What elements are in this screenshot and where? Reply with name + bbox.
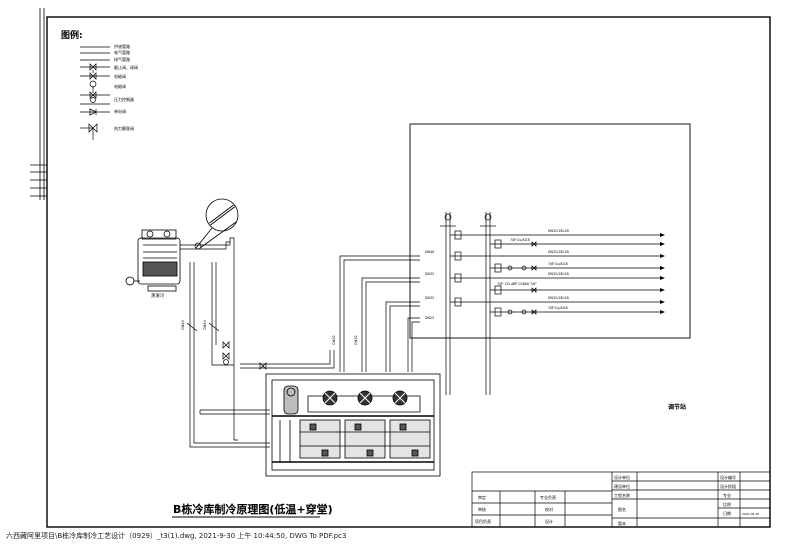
tb-drawing-no: 设计编号 — [720, 474, 736, 480]
tb-check: 校对 — [545, 506, 553, 512]
branch-label: DN32/18L2B — [548, 250, 569, 254]
legend: 图例: 供液管路 吸气管路 排气管路 截止 — [61, 29, 138, 140]
tb-version: 版本 — [618, 520, 626, 526]
tb-discipline-lead: 专业负责 — [540, 494, 556, 500]
legend-label-suction: 吸气管路 — [114, 49, 130, 55]
compressor-rack — [265, 373, 441, 477]
tb-project-lead: 项目负责 — [475, 518, 491, 524]
tb-examine: 审核 — [478, 506, 486, 512]
drawing-frame — [46, 16, 771, 528]
branch-arrows — [660, 233, 665, 314]
evaporative-condenser — [125, 229, 181, 292]
legend-title: 图例: — [61, 29, 83, 41]
pipe-tags: DN40 DN40 DN32 DN32 — [181, 320, 358, 345]
drawing-title: B栋冷库制冷原理图(低温+穿堂) — [173, 502, 333, 516]
pipe-tag: DN32 — [354, 335, 358, 345]
condenser-label: 蒸发冷 — [151, 292, 165, 299]
station-label: 调节站 — [668, 403, 686, 411]
branch-label: DN32/18L2B — [548, 296, 569, 300]
branch-labels: DN32/18L2B 7/8"Cu/Al28 DN32/18L2B 7/8"Cu… — [497, 229, 569, 310]
pipe-tag: DN25 — [425, 316, 434, 320]
pipe-tag: DN32 — [425, 272, 434, 276]
valves-left — [186, 242, 267, 370]
pipe-tag: DN32 — [332, 335, 336, 345]
tb-design: 设计 — [545, 518, 553, 524]
tb-date-value: 2021.09.30 — [742, 512, 759, 516]
legend-label-supply: 供液管路 — [114, 43, 130, 49]
legend-label-solenoid-2: 电磁阀 — [114, 83, 126, 89]
legend-label-expansion: 热力膨胀阀 — [114, 125, 134, 131]
title-block-text: 审定 审核 项目负责 专业负责 校对 设计 设计单位 建设单位 工程名称 图名 … — [475, 474, 759, 526]
tb-project-name: 工程名称 — [614, 492, 630, 498]
legend-label-stop-valve: 截止阀、球阀 — [114, 64, 138, 70]
pipe-tag: DN40 — [203, 320, 207, 330]
binding-margin — [30, 8, 47, 200]
legend-label-discharge: 排气管路 — [114, 56, 130, 62]
tb-specialty: 专业 — [723, 492, 731, 498]
branch-label: DN32/18L2B — [548, 272, 569, 276]
legend-label-check-valve: 单向阀 — [114, 108, 126, 114]
plot-footer: 六西藏阿里项目\B栋冷库制冷工艺设计（0929）_t3(1).dwg, 2021… — [6, 532, 347, 540]
tb-design-unit: 设计单位 — [614, 474, 630, 480]
title-block — [471, 471, 771, 528]
tb-drawing-name: 图名 — [618, 506, 626, 512]
branch-label: 7/8"Cu/Al28 — [548, 262, 568, 266]
branch-label: 7/8"Cu/Al28 — [510, 238, 530, 242]
tb-review: 审定 — [478, 494, 486, 500]
tb-scale: 比例 — [723, 501, 731, 507]
station-pipework — [440, 212, 660, 395]
pipe-tag: DN40 — [181, 320, 185, 330]
tb-design-stage: 设计阶段 — [720, 483, 736, 489]
branch-label: 7/8" CD-48P CV600 7/8" — [497, 282, 537, 286]
pipe-tag: DN40 — [425, 250, 434, 254]
tb-construction-unit: 建设单位 — [614, 483, 630, 489]
tb-date: 日期 — [723, 510, 731, 516]
legend-label-pressure: 压力控制器 — [114, 96, 134, 102]
pipe-tag: DN32 — [425, 296, 434, 300]
regulating-station-box — [409, 123, 691, 339]
branch-label: 7/8"Cu/Al28 — [548, 306, 568, 310]
detail-callout — [195, 198, 239, 249]
station-tags: DN40 DN32 DN32 DN25 — [425, 250, 434, 320]
legend-label-solenoid: 电磁阀 — [114, 73, 126, 79]
branch-label: DN32/18L2B — [548, 229, 569, 233]
